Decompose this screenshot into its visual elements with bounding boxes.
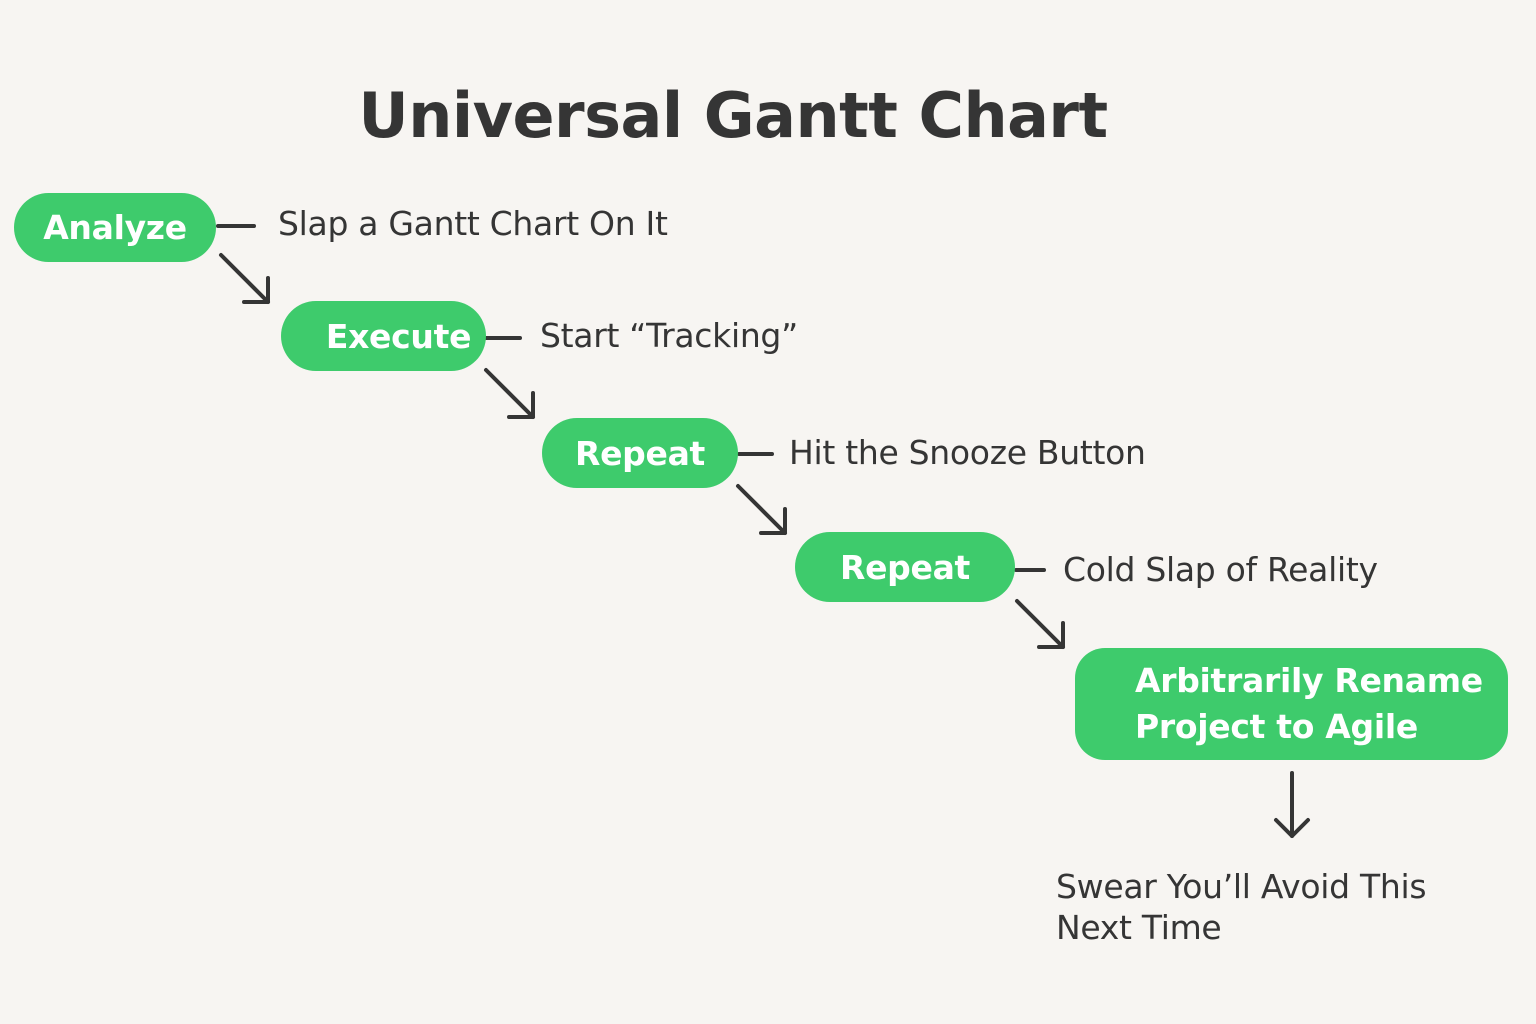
step-note-5: Swear You’ll Avoid This Next Time <box>1056 867 1427 947</box>
arrow-icon-4 <box>1015 599 1065 649</box>
step-node-analyze: Analyze <box>14 193 216 262</box>
step-node-execute: Execute <box>281 301 486 371</box>
arrow-icon-1 <box>219 253 270 304</box>
arrow-down-icon <box>1274 771 1310 838</box>
step-note-1: Slap a Gantt Chart On It <box>278 204 668 243</box>
arrow-icon-2 <box>484 368 535 419</box>
step-note-4: Cold Slap of Reality <box>1063 550 1378 589</box>
step-node-repeat-1: Repeat <box>542 418 738 488</box>
step-node-repeat-2: Repeat <box>795 532 1015 602</box>
chart-title: Universal Gantt Chart <box>358 79 1108 152</box>
arrow-icon-3 <box>736 484 787 535</box>
step-note-2: Start “Tracking” <box>540 316 798 355</box>
step-note-3: Hit the Snooze Button <box>789 433 1146 472</box>
step-node-rename: Arbitrarily Rename Project to Agile <box>1075 648 1508 760</box>
